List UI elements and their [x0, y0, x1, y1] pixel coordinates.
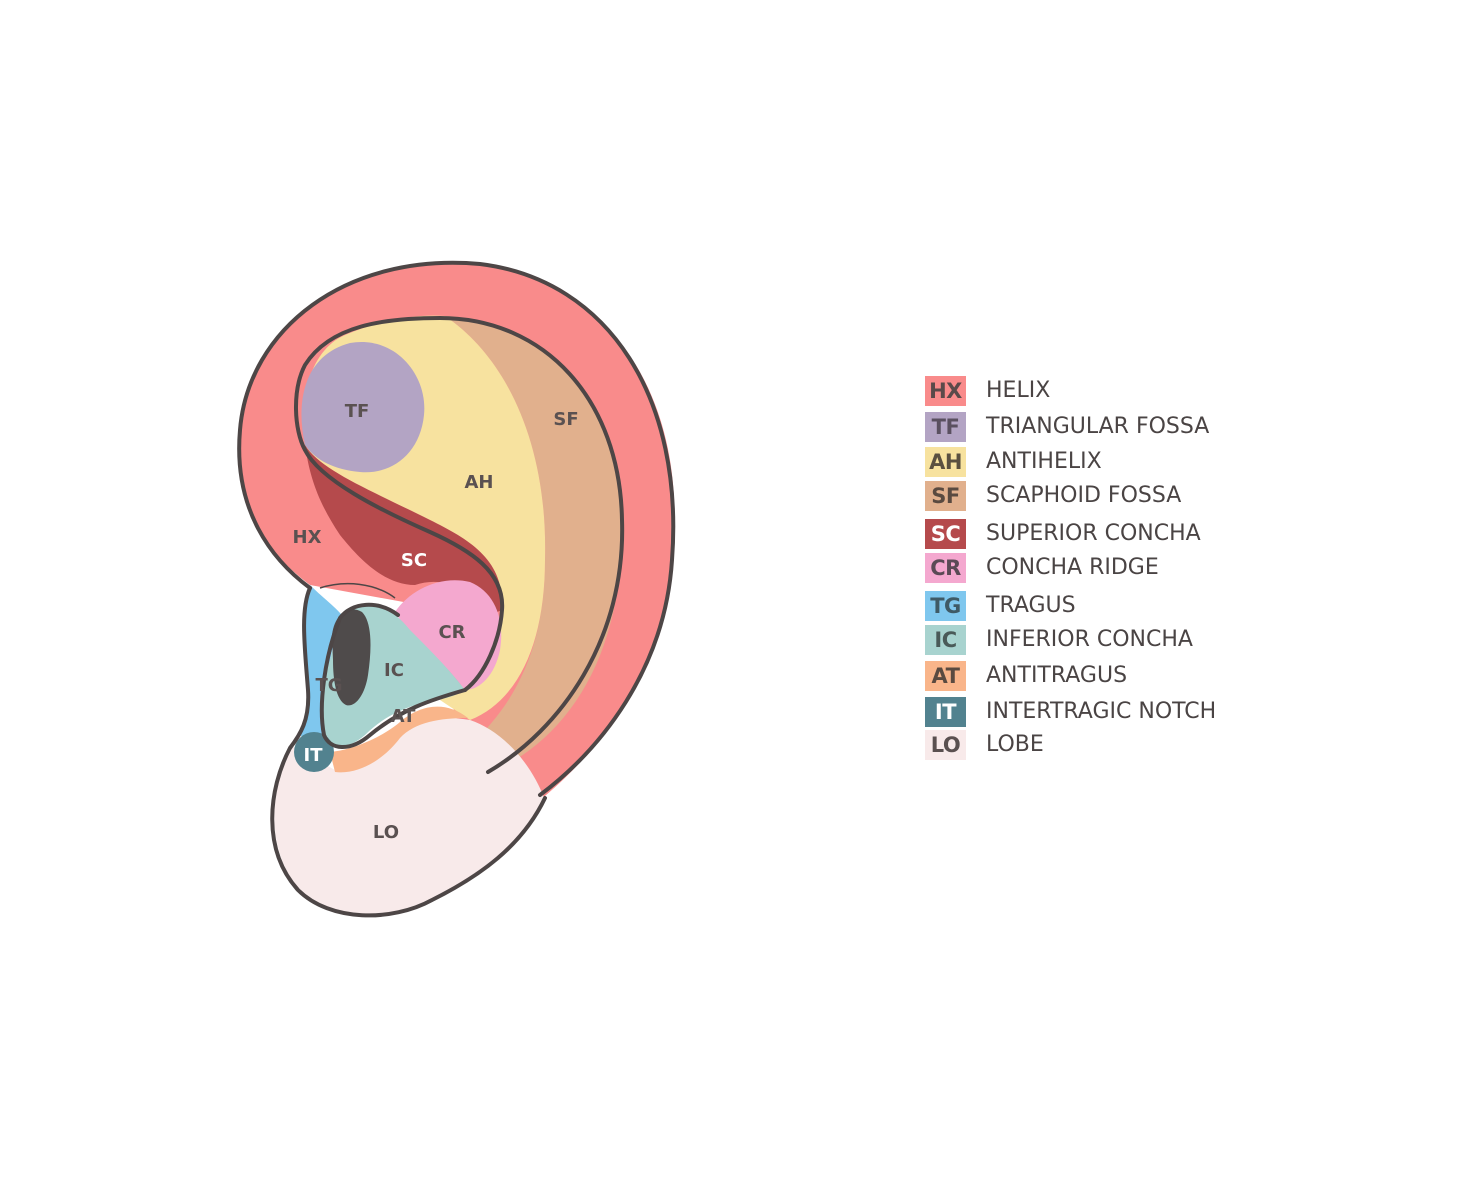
ear-outline: [237, 260, 676, 918]
label-hx: HX: [293, 527, 322, 548]
legend-swatch: IC: [925, 625, 966, 655]
intertragic-notch-region: [294, 732, 334, 772]
legend-label: INTERTRAGIC NOTCH: [986, 699, 1217, 724]
lobe-region: [274, 717, 545, 914]
legend-item-ah: AH ANTIHELIX: [925, 447, 1265, 477]
legend-swatch: TG: [925, 591, 966, 621]
legend-label: ANTITRAGUS: [986, 663, 1128, 688]
legend-item-tf: TF TRIANGULAR FOSSA: [925, 412, 1265, 442]
legend-label: INFERIOR CONCHA: [986, 627, 1193, 652]
helix-crus-line: [319, 582, 396, 599]
label-at: AT: [391, 706, 417, 727]
antitragus-region: [330, 706, 468, 773]
legend-swatch: SF: [925, 481, 966, 511]
legend-item-it: IT INTERTRAGIC NOTCH: [925, 697, 1265, 727]
legend-swatch: CR: [925, 553, 966, 583]
label-ic: IC: [384, 660, 404, 681]
legend-item-cr: CR CONCHA RIDGE: [925, 553, 1265, 583]
legend-swatch: IT: [925, 697, 966, 727]
legend-label: TRIANGULAR FOSSA: [986, 414, 1210, 439]
ear-canal: [332, 609, 371, 706]
legend-item-sc: SC SUPERIOR CONCHA: [925, 519, 1265, 549]
legend-label: SCAPHOID FOSSA: [986, 483, 1182, 508]
tragus-region: [300, 585, 345, 752]
legend-item-sf: SF SCAPHOID FOSSA: [925, 481, 1265, 511]
legend-item-hx: HX HELIX: [925, 376, 1265, 406]
legend-item-tg: TG TRAGUS: [925, 591, 1265, 621]
concha-ridge-region: [395, 580, 502, 690]
legend-item-lo: LO LOBE: [925, 730, 1265, 760]
legend-label: SUPERIOR CONCHA: [986, 521, 1201, 546]
label-cr: CR: [438, 622, 465, 643]
superior-concha-region: [305, 445, 503, 615]
triangular-fossa-region: [301, 341, 425, 473]
scaphoid-fossa-region: [445, 316, 623, 760]
legend-swatch: TF: [925, 412, 966, 442]
legend-label: HELIX: [986, 378, 1051, 403]
legend-swatch: AH: [925, 447, 966, 477]
legend-label: LOBE: [986, 732, 1044, 757]
label-lo: LO: [373, 822, 399, 843]
legend-label: TRAGUS: [986, 593, 1076, 618]
legend-swatch: LO: [925, 730, 966, 760]
label-tf: TF: [345, 401, 370, 422]
legend-item-at: AT ANTITRAGUS: [925, 661, 1265, 691]
legend-swatch: HX: [925, 376, 966, 406]
legend-label: CONCHA RIDGE: [986, 555, 1159, 580]
legend-label: ANTIHELIX: [986, 449, 1102, 474]
legend-swatch: SC: [925, 519, 966, 549]
label-tg: TG: [315, 675, 342, 696]
label-sf: SF: [553, 409, 578, 430]
label-sc: SC: [401, 550, 427, 571]
legend-swatch: AT: [925, 661, 966, 691]
legend-item-ic: IC INFERIOR CONCHA: [925, 625, 1265, 655]
label-ah: AH: [465, 472, 494, 493]
label-it: IT: [304, 745, 324, 766]
